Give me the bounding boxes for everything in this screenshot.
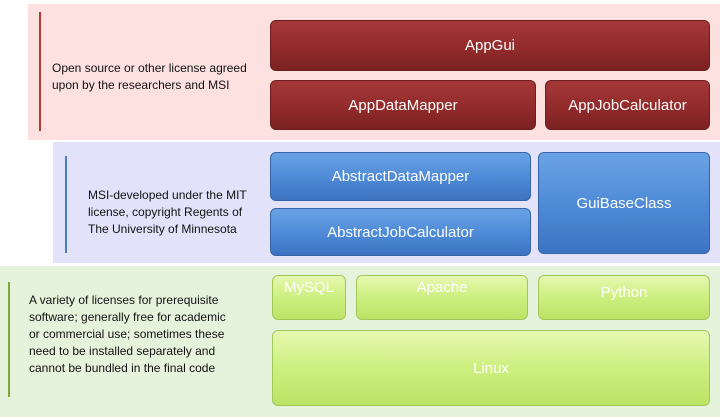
appjobcalculator-box: AppJobCalculator xyxy=(545,80,710,130)
description-line: license, copyright Regents of xyxy=(88,205,243,219)
app-layer-description: Open source or other license agreed upon … xyxy=(52,60,247,94)
prerequisite-layer-description: A variety of licenses for prerequisite so… xyxy=(29,292,226,377)
app-layer-accent-bar xyxy=(39,12,41,131)
python-box: Python xyxy=(538,275,710,320)
linux-box: Linux xyxy=(272,330,710,406)
msi-layer-accent-bar xyxy=(65,156,67,253)
description-line: MSI-developed under the MIT xyxy=(88,188,247,202)
appgui-box: AppGui xyxy=(270,20,710,71)
mysql-box: MySQL xyxy=(272,275,346,320)
description-line: need to be installed separately and xyxy=(29,344,216,358)
msi-layer-description: MSI-developed under the MIT license, copy… xyxy=(88,187,247,238)
guibaseclass-box: GuiBaseClass xyxy=(538,152,710,254)
description-line: or commercial use; sometimes these xyxy=(29,327,225,341)
prerequisite-layer-accent-bar xyxy=(8,282,10,397)
description-line: upon by the researchers and MSI xyxy=(52,78,230,92)
abstractdatamapper-box: AbstractDataMapper xyxy=(270,152,531,201)
appdatamapper-box: AppDataMapper xyxy=(270,80,536,130)
description-line: software; generally free for academic xyxy=(29,310,226,324)
description-line: A variety of licenses for prerequisite xyxy=(29,293,219,307)
description-line: The University of Minnesota xyxy=(88,222,237,236)
description-line: cannot be bundled in the final code xyxy=(29,361,216,375)
apache-box: Apache xyxy=(356,275,528,320)
description-line: Open source or other license agreed xyxy=(52,61,247,75)
abstractjobcalculator-box: AbstractJobCalculator xyxy=(270,208,531,256)
